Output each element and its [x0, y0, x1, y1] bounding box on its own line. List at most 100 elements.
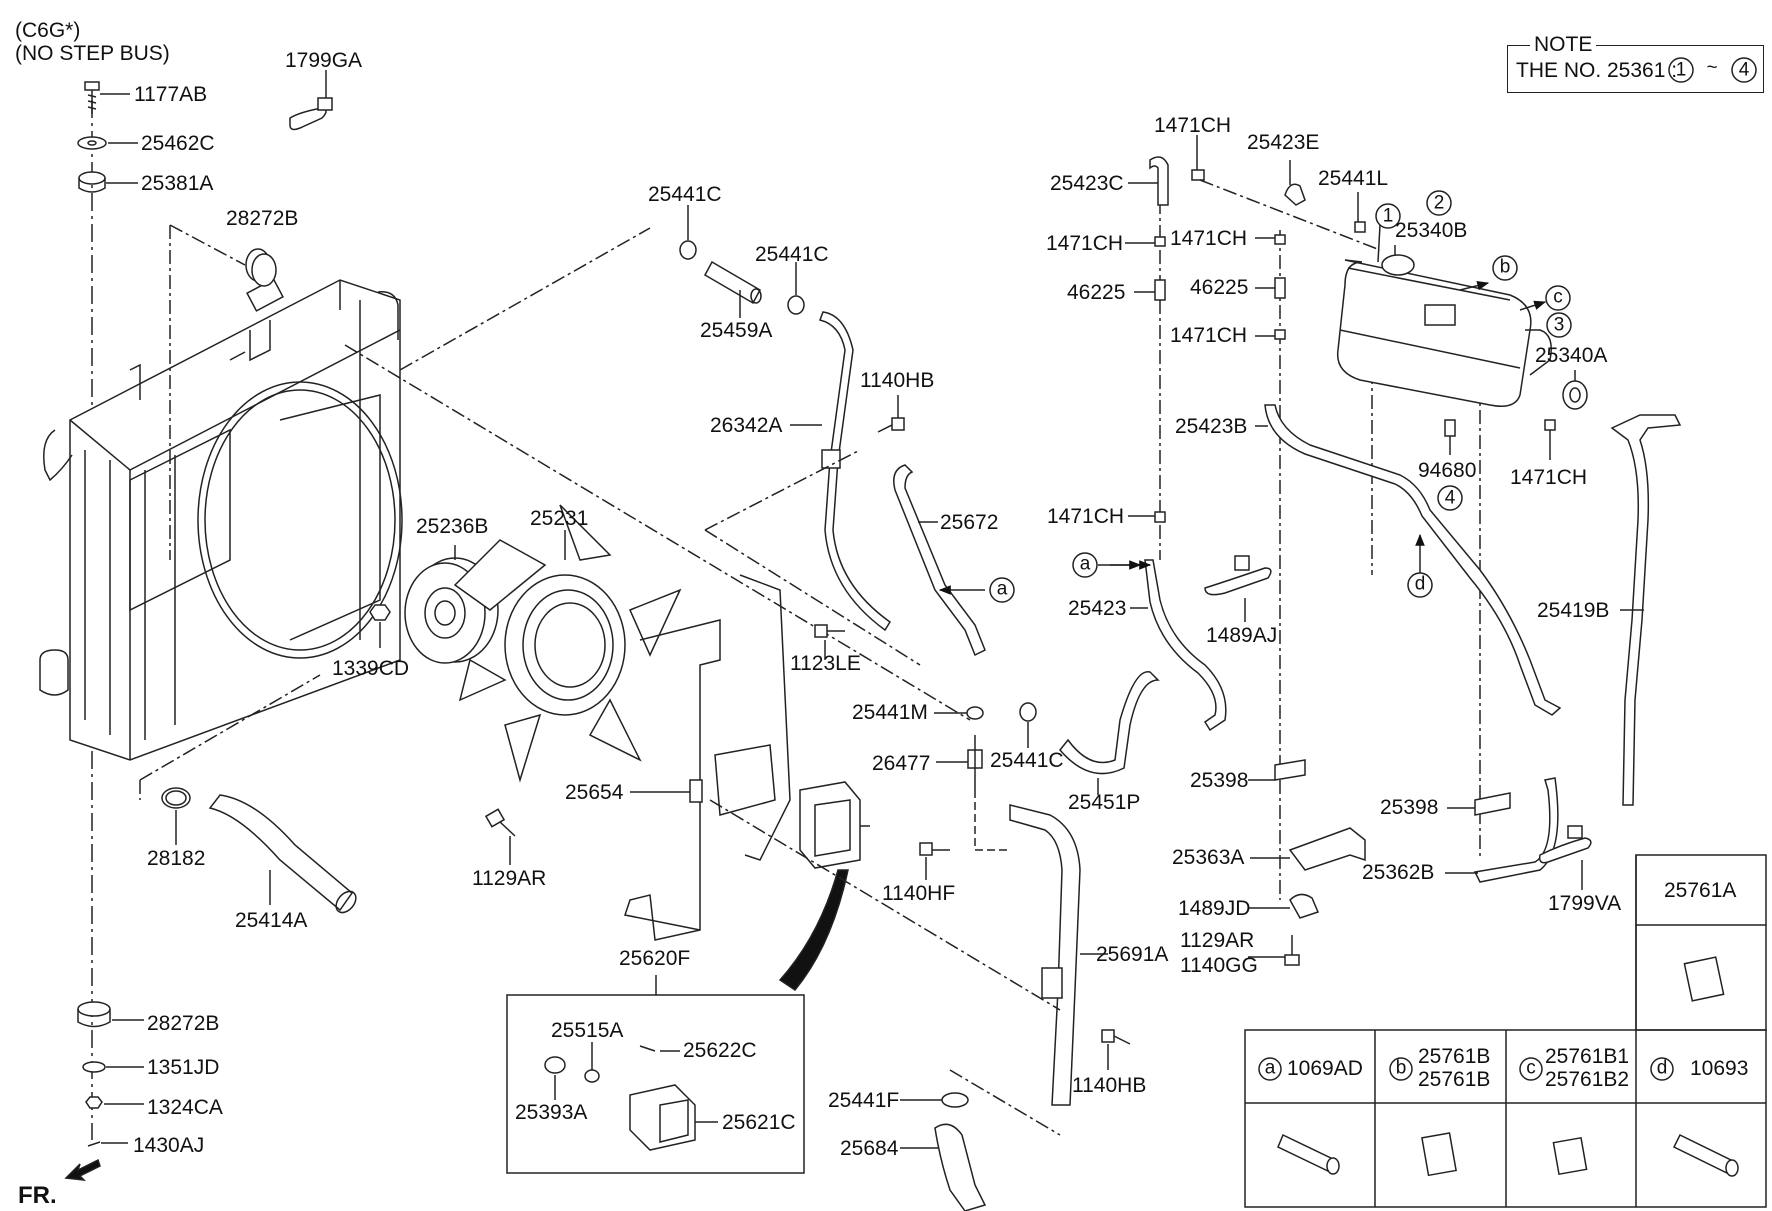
cooling-fan-25231	[453, 504, 682, 783]
legend-pic-c	[1552, 1136, 1588, 1176]
clip-1799va	[1538, 825, 1592, 864]
label-25423: 25423	[1068, 597, 1127, 620]
hose-25423e	[1284, 183, 1306, 206]
mount-25381a	[78, 171, 106, 193]
coupling-25621c	[629, 1084, 696, 1151]
clamp-1471ch-lower	[1154, 511, 1166, 523]
label-1471ch-tank: 1471CH	[1510, 466, 1588, 489]
label-25684: 25684	[840, 1137, 899, 1160]
valve-46225-left	[1154, 279, 1166, 301]
clip-1489jd	[1289, 893, 1320, 919]
bolt-1140hb-upper	[877, 417, 905, 433]
callout-2-text: 2	[1434, 193, 1445, 214]
clamp-1471ch-mid	[1274, 234, 1286, 245]
clutch-coupling	[799, 781, 861, 869]
legend-a-part: 1069AD	[1287, 1057, 1363, 1080]
bolt-1129ar-1140gg	[1284, 935, 1300, 966]
clip-1489aj	[1204, 555, 1272, 596]
label-25423e: 25423E	[1247, 131, 1320, 154]
label-46225-left: 46225	[1067, 281, 1126, 304]
bracket-25363a	[1288, 827, 1366, 871]
clip-1799ga	[289, 97, 333, 131]
legend-pic-d	[1672, 1133, 1739, 1177]
hose-25684	[934, 1123, 987, 1211]
label-1129ar-fan: 1129AR	[472, 867, 547, 890]
label-1140gg: 1140GG	[1180, 954, 1258, 977]
label-1799ga: 1799GA	[285, 49, 363, 72]
clamp-25441m	[966, 706, 984, 720]
legend-c-part-2: 25761B2	[1545, 1068, 1630, 1091]
bolt-1129ar-fan	[484, 808, 516, 837]
note-text: THE NO. 25361 :	[1516, 59, 1678, 82]
key-25622c	[639, 1045, 656, 1052]
label-1471ch-left: 1471CH	[1046, 232, 1124, 255]
callout-a-fan-text: a	[997, 579, 1008, 600]
washer-25515a	[584, 1069, 600, 1083]
label-1177ab: 1177AB	[134, 83, 208, 106]
label-25622c: 25622C	[683, 1039, 757, 1062]
label-1489aj: 1489AJ	[1206, 624, 1278, 647]
callout-4-text: 4	[1445, 488, 1456, 509]
label-25362b: 25362B	[1362, 861, 1435, 884]
fan-shroud	[197, 381, 403, 659]
legend-key-b-circle	[1389, 1057, 1413, 1081]
callout-a-hose-text: a	[1080, 554, 1091, 575]
label-25340b: 25340B	[1395, 219, 1468, 242]
callout-1	[1375, 203, 1401, 229]
mount-28272b-top	[245, 248, 277, 287]
washer-1351jd	[82, 1061, 106, 1073]
valve-46225-right	[1274, 277, 1286, 299]
hose-25672	[893, 464, 986, 657]
pipe-25423c	[1149, 156, 1169, 206]
legend-c-part-1: 25761B1	[1545, 1045, 1630, 1068]
callout-2	[1426, 190, 1452, 216]
clamp-1471ch-left	[1154, 236, 1166, 247]
label-25441c-upper: 25441C	[648, 183, 722, 206]
label-26477: 26477	[872, 752, 931, 775]
label-25381a: 25381A	[141, 172, 214, 195]
hose-25459a	[703, 260, 762, 305]
note-range-end	[1731, 57, 1757, 83]
legend-d-part: 10693	[1690, 1057, 1749, 1080]
label-1471ch-mid: 1471CH	[1170, 227, 1248, 250]
callout-d-text: d	[1415, 574, 1426, 595]
label-1140hf: 1140HF	[882, 882, 956, 905]
legend-key-b-text: b	[1396, 1058, 1407, 1079]
label-25620f: 25620F	[619, 947, 691, 970]
bolt-1123le	[814, 624, 845, 638]
label-25441l: 25441L	[1318, 167, 1389, 190]
label-25393a: 25393A	[515, 1101, 588, 1124]
legend-pic-25761a	[1683, 956, 1725, 1002]
label-46225-right: 46225	[1190, 276, 1249, 299]
label-25414a: 25414A	[235, 909, 308, 932]
fitting-26477	[967, 735, 983, 790]
note-tilde: ~	[1706, 58, 1717, 79]
clamp-1471ch-tank	[1544, 419, 1556, 431]
legend-header-cell	[1635, 854, 1767, 1031]
label-28182: 28182	[147, 847, 206, 870]
label-1140hb-lower: 1140HB	[1072, 1074, 1147, 1097]
front-label: FR.	[18, 1182, 57, 1209]
clamp-25441l	[1354, 221, 1366, 233]
label-25462c: 25462C	[141, 132, 215, 155]
detail-callout-arrow	[778, 869, 849, 992]
label-25691a: 25691A	[1096, 943, 1169, 966]
pipe-25419b	[1610, 414, 1682, 806]
label-1471ch-lower: 1471CH	[1047, 505, 1125, 528]
callout-b	[1492, 255, 1518, 281]
pin-1430aj	[87, 1141, 101, 1147]
clamp-25441c-lower	[1019, 702, 1037, 722]
pipe-25691a	[1009, 804, 1081, 1106]
legend-key-d-text: d	[1657, 1058, 1668, 1079]
pipe-26342a	[819, 311, 892, 632]
label-25441f: 25441F	[828, 1089, 900, 1112]
bolt-1177ab	[84, 81, 100, 114]
clamp-25441f	[941, 1092, 969, 1108]
washer-25462c	[77, 136, 107, 150]
label-25672: 25672	[940, 511, 999, 534]
callout-3	[1546, 312, 1572, 338]
bracket-25654	[624, 574, 791, 941]
note-range-start-text: 1	[1676, 60, 1687, 81]
label-25398-left: 25398	[1190, 769, 1249, 792]
label-25451p: 25451P	[1068, 791, 1141, 814]
